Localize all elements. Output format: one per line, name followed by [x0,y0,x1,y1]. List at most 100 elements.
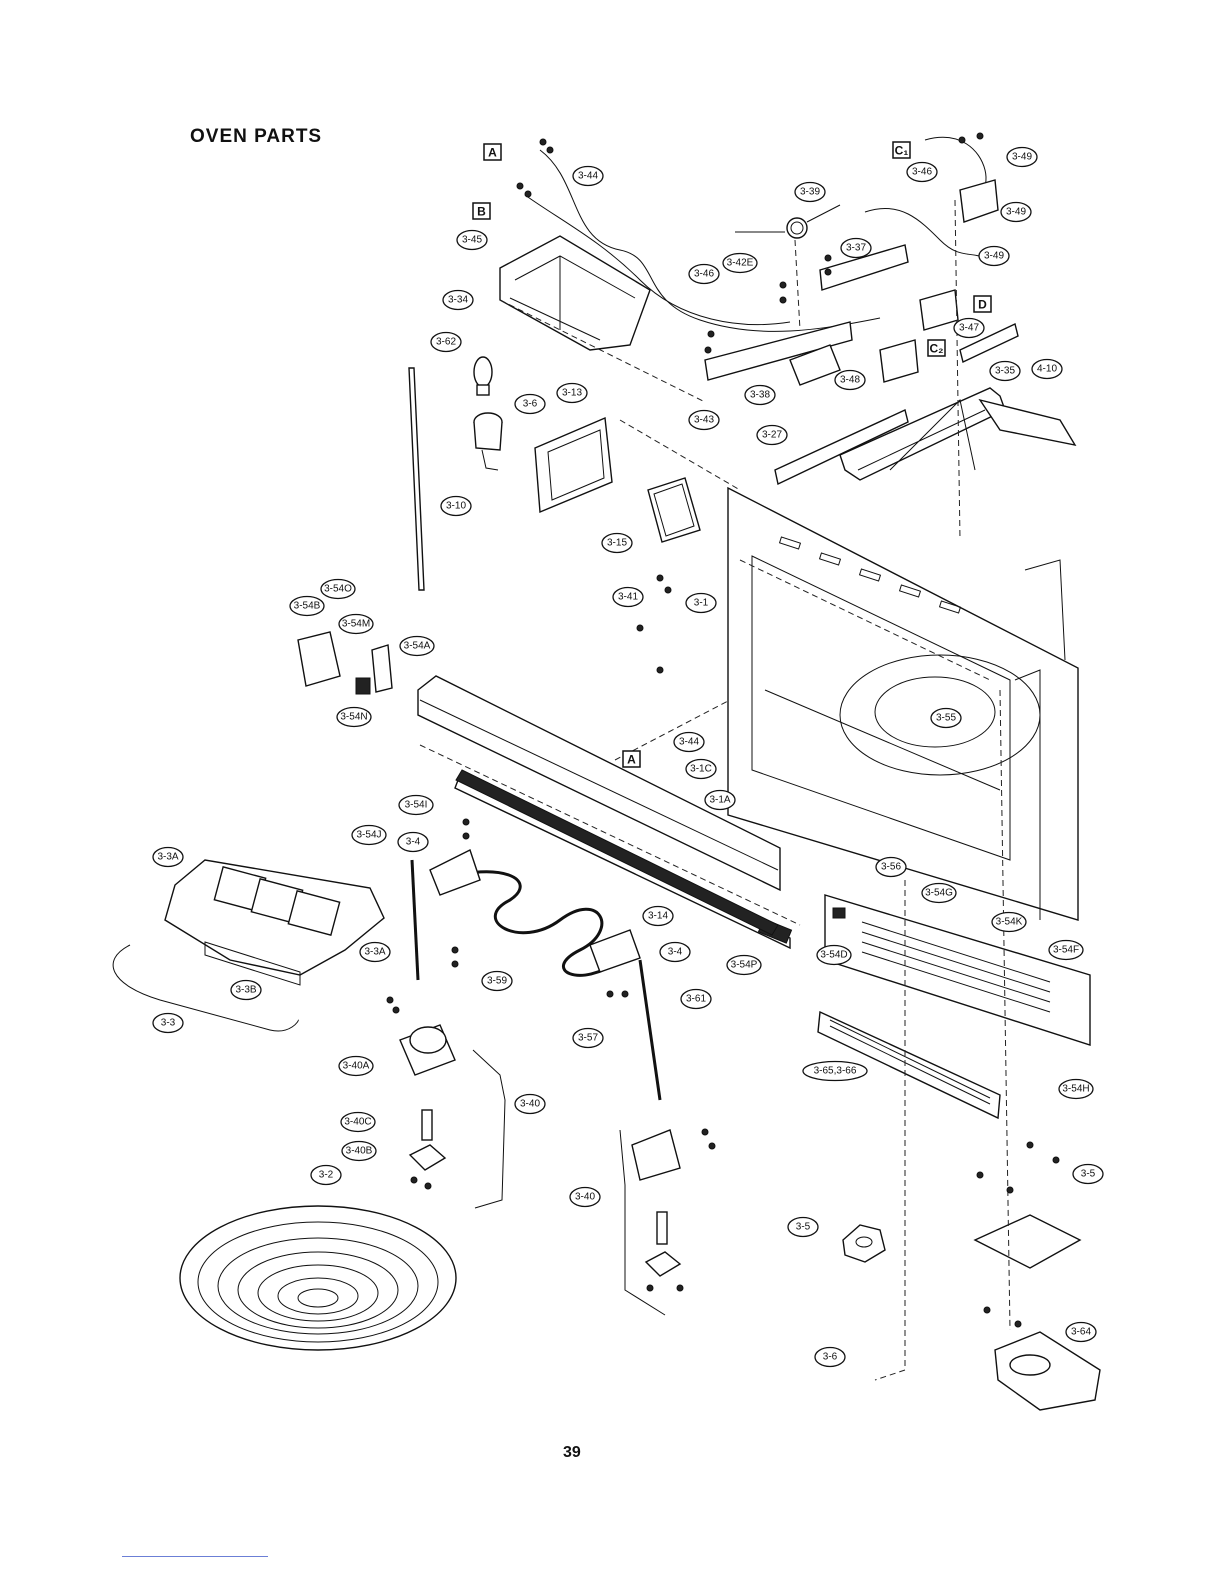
part-callout: 3-40A [338,1055,374,1077]
part-callout-text: 3-40C [344,1117,371,1128]
part-callout-text: 3-54N [340,712,367,723]
page-title: OVEN PARTS [190,126,323,147]
part-callout: 3-42E [722,252,758,274]
part-callout: 3-27 [756,424,788,446]
motor-assembly-part [631,1129,682,1277]
part-callout-text: 3-5 [796,1222,811,1233]
footer-rule [122,1556,268,1557]
part-callout-text: 3-49 [1006,207,1026,218]
turntable-tray-part [179,1205,457,1351]
part-callout-text: 3-3A [364,947,385,958]
part-callout: 3-3B [230,979,262,1001]
reference-box: C₁ [892,141,911,159]
part-callout: 3-1 [685,592,717,614]
part-callout-text: 3-54O [324,584,352,595]
part-callout: 3-54N [336,706,372,728]
part-callout: 3-2 [310,1164,342,1186]
part-callout-text: 3-40 [520,1099,540,1110]
part-callout-text: 3-54B [294,601,321,612]
part-callout-text: 3-13 [562,388,582,399]
reference-box: A [483,143,502,161]
part-callout: 3-47 [953,317,985,339]
window-plate-part [647,477,701,543]
oven-lamp-part [473,356,503,471]
part-callout: 3-49 [1000,201,1032,223]
part-callout: 4-10 [1031,358,1063,380]
part-callout-text: 3-1A [709,795,730,806]
part-callout-text: 3-27 [762,430,782,441]
reference-box-text: C₂ [930,342,944,356]
part-callout: 3-54F [1048,939,1084,961]
lamp-frame-part [534,416,613,514]
part-callout-text: 3-54A [404,641,431,652]
bottom-plate-part [164,859,385,986]
part-callout-text: 3-40 [575,1192,595,1203]
part-callout-text: 3-45 [462,235,482,246]
part-callout: 3-3A [152,846,184,868]
part-callout: 3-54B [289,595,325,617]
part-callout: 3-14 [642,905,674,927]
part-callout-text: 3-4 [668,947,683,958]
part-callout-text: 3-49 [984,251,1004,262]
part-callout: 3-1A [704,789,736,811]
part-callout-text: 3-54J [356,830,381,841]
part-callout-text: 3-44 [679,737,699,748]
reference-box-text: B [477,205,486,219]
part-callout-text: 3-40A [343,1061,370,1072]
part-callout-text: 3-40B [346,1146,373,1157]
part-callout-text: 3-54M [342,619,370,630]
part-callout-text: 3-41 [618,592,638,603]
part-callout-text: 4-10 [1037,364,1057,375]
part-callout-text: 3-3A [157,852,178,863]
part-callout: 3-54P [726,954,762,976]
part-callout: 3-54O [320,578,356,600]
part-callout: 3-61 [680,988,712,1010]
part-callout-text: 3-1C [690,764,712,775]
part-callout-text: 3-46 [694,269,714,280]
door-hinge-rail [417,675,801,950]
part-callout-text: 3-14 [648,911,668,922]
reference-box-text: A [488,146,497,160]
part-callout: 3-5 [787,1216,819,1238]
part-callout: 3-65,3-66 [802,1060,868,1082]
oven-cavity-frame [727,486,1079,921]
part-callout-text: 3-61 [686,994,706,1005]
guide-rod-part [408,367,425,591]
part-callout-text: 3-46 [912,167,932,178]
part-callout-text: 3-42E [727,258,754,269]
vent-slots [778,536,962,614]
part-callout-text: 3-10 [446,501,466,512]
part-callout: 3-54G [921,882,957,904]
part-callout: 3-6 [814,1346,846,1368]
part-callout-text: 3-49 [1012,152,1032,163]
part-callout: 3-4 [659,941,691,963]
part-callout-text: 3-54K [996,917,1023,928]
part-callout-text: 3-59 [487,976,507,987]
part-callout: 3-3 [152,1012,184,1034]
assembly-dashed-lines [499,199,1011,1381]
part-callout-text: 3-38 [750,390,770,401]
waveguide-cover-part [499,235,651,351]
door-spring-part [735,204,841,239]
part-callout: 3-5 [1072,1163,1104,1185]
reference-box: B [472,202,491,220]
part-callout-text: 3-4 [406,837,421,848]
part-callout-text: 3-62 [436,337,456,348]
part-callout-text: 3-64 [1071,1327,1091,1338]
choke-seal-part [839,387,1077,481]
control-panel-part [817,894,1091,1120]
fasteners [386,132,1060,1328]
part-callout-text: 3-43 [694,415,714,426]
part-callout: 3-40C [340,1111,376,1133]
part-callout: 3-54J [351,824,387,846]
part-callout: 3-54A [399,635,435,657]
part-callout: 3-46 [688,263,720,285]
reference-box: D [973,295,992,313]
group-brackets [112,944,666,1316]
part-callout-text: 3-57 [578,1033,598,1044]
part-callout: 3-54I [398,794,434,816]
part-callout: 3-40 [514,1093,546,1115]
part-callout-text: 3-6 [823,1352,838,1363]
